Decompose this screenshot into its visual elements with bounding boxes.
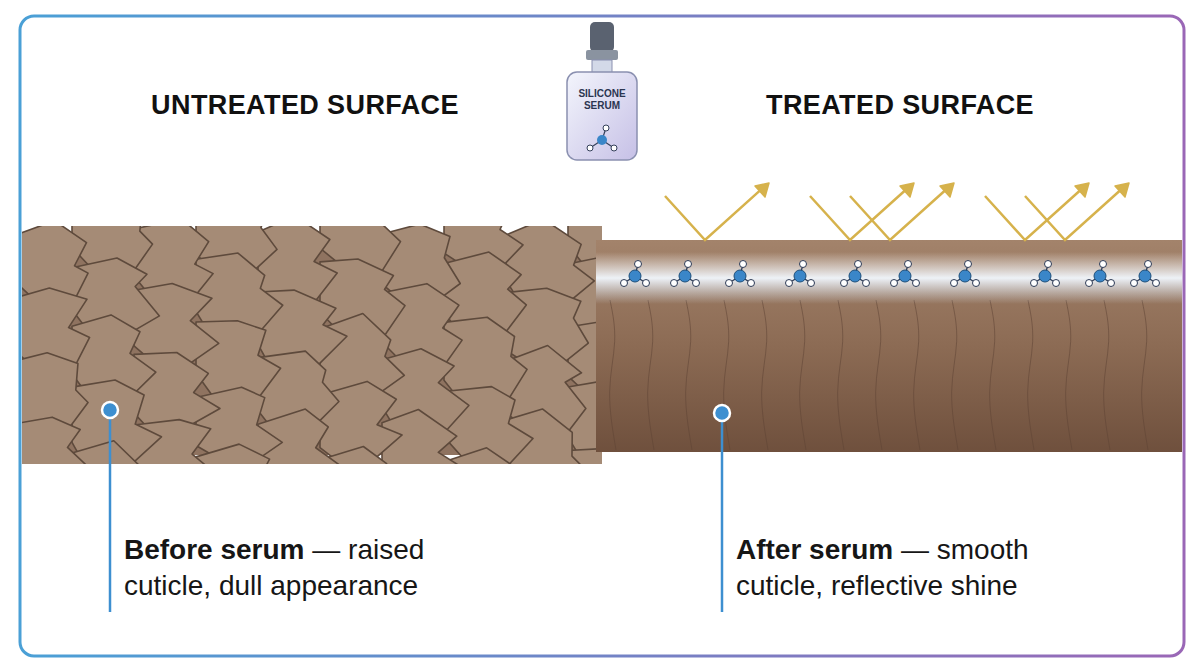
reflection-arrow xyxy=(1025,183,1129,240)
callout-title: After serum xyxy=(736,534,893,565)
fiber-line xyxy=(762,300,768,450)
silicone-molecules xyxy=(621,261,1160,287)
fiber-line xyxy=(1142,300,1148,450)
fiber-line xyxy=(686,300,692,450)
cuticle-scale xyxy=(444,448,527,464)
molecule xyxy=(1131,261,1160,287)
serum-bottle xyxy=(567,22,637,160)
serum-layer xyxy=(596,252,1182,304)
cuticle-scale xyxy=(22,417,90,464)
molecule xyxy=(1086,261,1115,287)
section-heading: UNTREATED SURFACE xyxy=(130,90,480,121)
fiber-line xyxy=(952,300,958,450)
molecule xyxy=(951,261,980,287)
callout-text: Before serum— raised cuticle, dull appea… xyxy=(124,532,496,604)
fiber-line xyxy=(610,300,616,450)
fiber-line xyxy=(990,300,996,450)
smooth-fibers xyxy=(610,300,1148,450)
molecule xyxy=(786,261,815,287)
callout-title: Before serum xyxy=(124,534,305,565)
cuticle-scale xyxy=(196,444,275,464)
cuticle-scale xyxy=(72,441,159,464)
callout-leaders xyxy=(102,402,730,612)
reflection-arrows xyxy=(665,183,1129,240)
fiber-line xyxy=(724,300,730,450)
fiber-line xyxy=(800,300,806,450)
section-heading: TREATED SURFACE xyxy=(740,90,1060,121)
fiber-line xyxy=(914,300,920,450)
molecule xyxy=(726,261,755,287)
molecule xyxy=(841,261,870,287)
fiber-line xyxy=(838,300,844,450)
molecule xyxy=(891,261,920,287)
fiber-line xyxy=(1028,300,1034,450)
fiber-line xyxy=(876,300,882,450)
molecule xyxy=(621,261,650,287)
molecule xyxy=(671,261,700,287)
callout-text: After serum— smooth cuticle, reflective … xyxy=(736,532,1108,604)
fiber-line xyxy=(1104,300,1110,450)
molecule xyxy=(1031,261,1060,287)
reflection-arrow xyxy=(850,183,954,240)
callout-leader xyxy=(714,405,730,612)
reflection-arrow xyxy=(665,183,769,240)
fiber-line xyxy=(648,300,654,450)
callout-leader xyxy=(102,402,118,612)
treated-hair xyxy=(596,240,1182,452)
fiber-line xyxy=(1066,300,1072,450)
frame xyxy=(20,16,1184,656)
cuticle-scale xyxy=(134,352,220,430)
bottle-label: SILICONE SERUM xyxy=(568,88,636,122)
label-text: SILICONE SERUM xyxy=(568,88,636,112)
